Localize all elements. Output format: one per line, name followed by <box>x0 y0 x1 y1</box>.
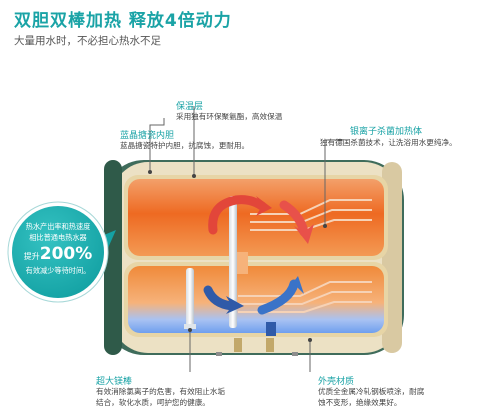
callout-lines <box>148 106 343 372</box>
callout-insulation-title: 保温层 <box>176 102 204 112</box>
callout-shell-desc-line1: 优质全金属冷轧钢板喷涂，耐腐 <box>318 387 425 396</box>
callout-shell-desc-line2: 蚀不变形，绝缘效果好。 <box>318 398 402 407</box>
callout-magnesium-title: 超大镁棒 <box>96 377 133 387</box>
water-pipes <box>216 322 298 356</box>
bubble-boost-value: 200% <box>39 244 93 264</box>
bubble-boost-prefix: 提升 <box>23 252 40 261</box>
performance-bubble <box>7 201 116 303</box>
heat-circulation-arrows <box>203 195 314 315</box>
callout-inner-tank-desc: 蓝晶搪瓷特护内胆，抗腐蚀，更耐用。 <box>120 141 250 150</box>
callout-magnesium-desc-line1: 有效消除氯离子的危害，有效阻止水垢 <box>96 387 226 396</box>
heating-element <box>238 199 372 313</box>
callout-insulation-desc: 采用独有环保聚氨酯，高效保温 <box>176 112 283 121</box>
callout-magnesium-desc-line2: 结合，软化水质，呵护您的健康。 <box>96 398 210 407</box>
magnesium-rod <box>184 196 237 329</box>
callout-shell-title: 外壳材质 <box>318 377 355 387</box>
page-title: 双胆双棒加热 释放4倍动力 <box>14 11 232 31</box>
bubble-text-line1: 热水产出率和热速度 <box>25 222 91 231</box>
callout-inner-tank-title: 蓝晶搪瓷内胆 <box>120 131 175 141</box>
callout-silver-ion-desc: 独有德国杀菌技术，让洗浴用水更纯净。 <box>320 138 457 147</box>
bubble-text-line3: 有效减少等待时间。 <box>25 266 91 275</box>
page-subtitle: 大量用水时，不必担心热水不足 <box>14 35 161 47</box>
bubble-boost: 提升200% <box>14 244 102 267</box>
callout-silver-ion-title: 银离子杀菌加热体 <box>350 127 423 137</box>
bubble-text-line2: 相比普通电热水器 <box>29 233 87 242</box>
